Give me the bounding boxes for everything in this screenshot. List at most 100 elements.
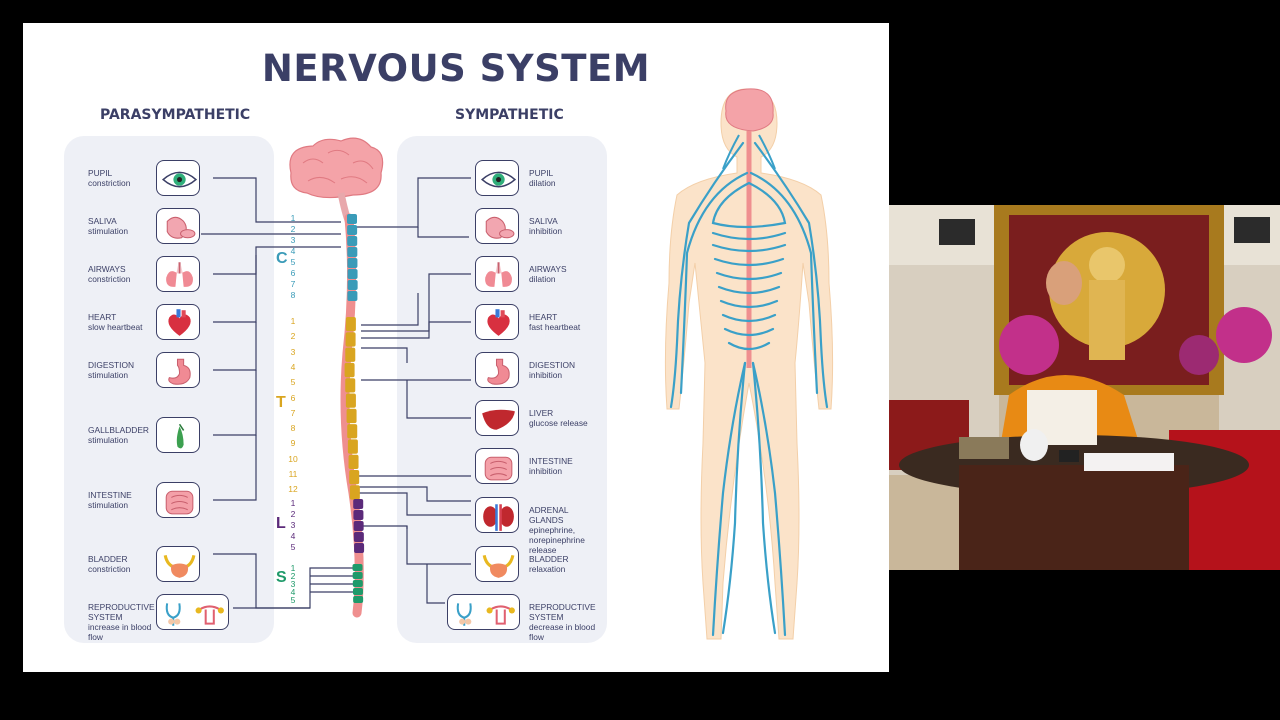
vertebra-block (347, 258, 358, 268)
organ-effect: decrease in blood flow (529, 622, 596, 642)
vertebra-block (353, 596, 364, 603)
vertebra-block (352, 588, 363, 595)
vertebra-block (345, 332, 356, 347)
vertebra-lumbar-5: 5 (290, 542, 296, 552)
vertebra-block (349, 485, 360, 500)
reproductive-icon (156, 594, 229, 630)
sympathetic-heading: SYMPATHETIC (455, 107, 564, 123)
wire-s-adrenal (355, 486, 471, 502)
wire-intestine (213, 435, 257, 501)
diagram-canvas (201, 88, 834, 640)
presenter-video-icon (889, 205, 1280, 570)
spine-region-sacral: S (276, 569, 287, 586)
vertebra-block (345, 347, 356, 362)
organ-effect: slow heartbeat (88, 322, 143, 332)
vertebra-cervical-4: 4 (290, 246, 296, 256)
organ-name: INTESTINE (529, 456, 573, 466)
eye-icon (156, 160, 200, 196)
spine-region-cervical: C (276, 250, 288, 267)
liver-icon (475, 400, 519, 436)
organ-name: HEART (88, 312, 117, 322)
lungs-icon (156, 256, 200, 292)
gallbladder-icon (156, 417, 200, 453)
vertebra-sacral-4: 4 (290, 587, 296, 597)
vertebra-thoracic-4: 4 (290, 361, 296, 372)
vertebra-block (347, 225, 358, 235)
vertebra-block (352, 564, 363, 571)
organ-effect: inhibition (529, 466, 563, 476)
bladder-icon (475, 546, 519, 582)
organ-effect: constriction (88, 178, 131, 188)
organ-name: DIGESTION (529, 360, 576, 370)
organ-name: REPRODUCTIVE SYSTEM (529, 602, 596, 622)
organ-name: BLADDER (88, 554, 128, 564)
wire-s-liver (406, 380, 471, 419)
wire-s-heart (361, 321, 471, 339)
organ-effect: stimulation (88, 226, 129, 236)
vertebra-block (353, 510, 364, 520)
vertebra-lumbar-1: 1 (290, 498, 296, 508)
stomach-icon (475, 352, 519, 388)
organ-name: GALLBLADDER (88, 425, 149, 435)
spine-region-thoracic: T (276, 394, 286, 411)
organ-name: ADRENAL GLANDS (529, 505, 569, 525)
vertebra-thoracic-10: 10 (288, 453, 298, 464)
organ-effect: inhibition (529, 370, 563, 380)
vertebra-block (347, 280, 358, 290)
vertebra-sacral-3: 3 (290, 579, 296, 589)
presenter-video[interactable] (889, 205, 1280, 570)
vertebra-sacral-2: 2 (290, 571, 296, 581)
human-body-nerves (664, 88, 834, 640)
organ-name: HEART (529, 312, 558, 322)
organ-effect: constriction (88, 564, 131, 574)
organ-effect: dilation (529, 178, 556, 188)
organ-effect: constriction (88, 274, 131, 284)
vertebra-block (348, 454, 359, 469)
organ-name: LIVER (529, 408, 554, 418)
vertebra-block (345, 317, 356, 332)
vertebra-block (347, 424, 358, 439)
wire-s-saliva (417, 227, 469, 238)
vertebra-thoracic-11: 11 (288, 469, 298, 479)
organ-effect: epinephrine, norepinephrine release (529, 525, 585, 555)
vertebra-thoracic-9: 9 (290, 438, 296, 449)
organ-name: PUPIL (529, 168, 554, 178)
parasympathetic-heading: PARASYMPATHETIC (100, 107, 251, 123)
organ-name: INTESTINE (88, 490, 132, 500)
stomach-icon (156, 352, 200, 388)
vertebra-block (347, 439, 358, 454)
vertebra-thoracic-5: 5 (290, 377, 296, 388)
wire-s-bladder (363, 525, 471, 565)
wire-gallbladder (213, 370, 257, 436)
nerve-path (719, 299, 779, 309)
organ-effect: relaxation (529, 564, 566, 574)
wire-s-adrenal2 (357, 492, 471, 516)
nerve-path (711, 243, 787, 253)
organ-effect: glucose release (529, 418, 588, 428)
vertebra-thoracic-1: 1 (290, 316, 296, 326)
bladder-icon (156, 546, 200, 582)
vertebra-block (347, 236, 358, 246)
organ-effect: stimulation (88, 435, 129, 445)
organ-effect: stimulation (88, 370, 129, 380)
wire-s-airways (361, 273, 471, 332)
vertebra-sacral-1: 1 (290, 563, 296, 573)
organ-name: PUPIL (88, 168, 113, 178)
organ-name: AIRWAYS (88, 264, 126, 274)
vertebra-block (344, 362, 355, 378)
wire-s-t4 (361, 347, 408, 363)
nerve-path (721, 313, 777, 323)
nerve-path (711, 231, 787, 241)
vertebra-block (347, 291, 358, 301)
nerve-path (723, 327, 775, 337)
vertebra-block (353, 499, 364, 509)
